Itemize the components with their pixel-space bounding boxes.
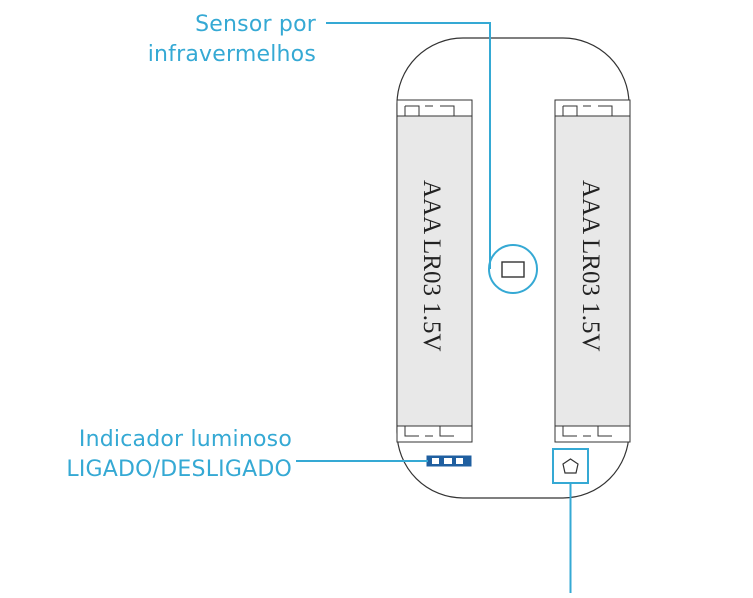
led-callout: Indicador luminoso LIGADO/DESLIGADO [0,425,292,485]
sensor-leader-line [326,22,491,269]
led-label-line1: Indicador luminoso [78,427,292,452]
sensor-label-line2: infravermelhos [147,42,316,67]
sensor-callout: Sensor por infravermelhos [140,10,316,70]
battery-compartment-right: AAA LR03 1.5V [554,99,631,443]
infrared-sensor [488,244,538,294]
battery-compartment-left: AAA LR03 1.5V [396,99,473,443]
led-indicator [426,455,472,467]
reset-button [552,448,589,484]
led-label-line2: LIGADO/DESLIGADO [66,457,292,482]
battery-label-left: AAA LR03 1.5V [418,180,445,352]
battery-label-right: AAA LR03 1.5V [577,180,604,352]
sensor-label-line1: Sensor por [195,12,316,37]
